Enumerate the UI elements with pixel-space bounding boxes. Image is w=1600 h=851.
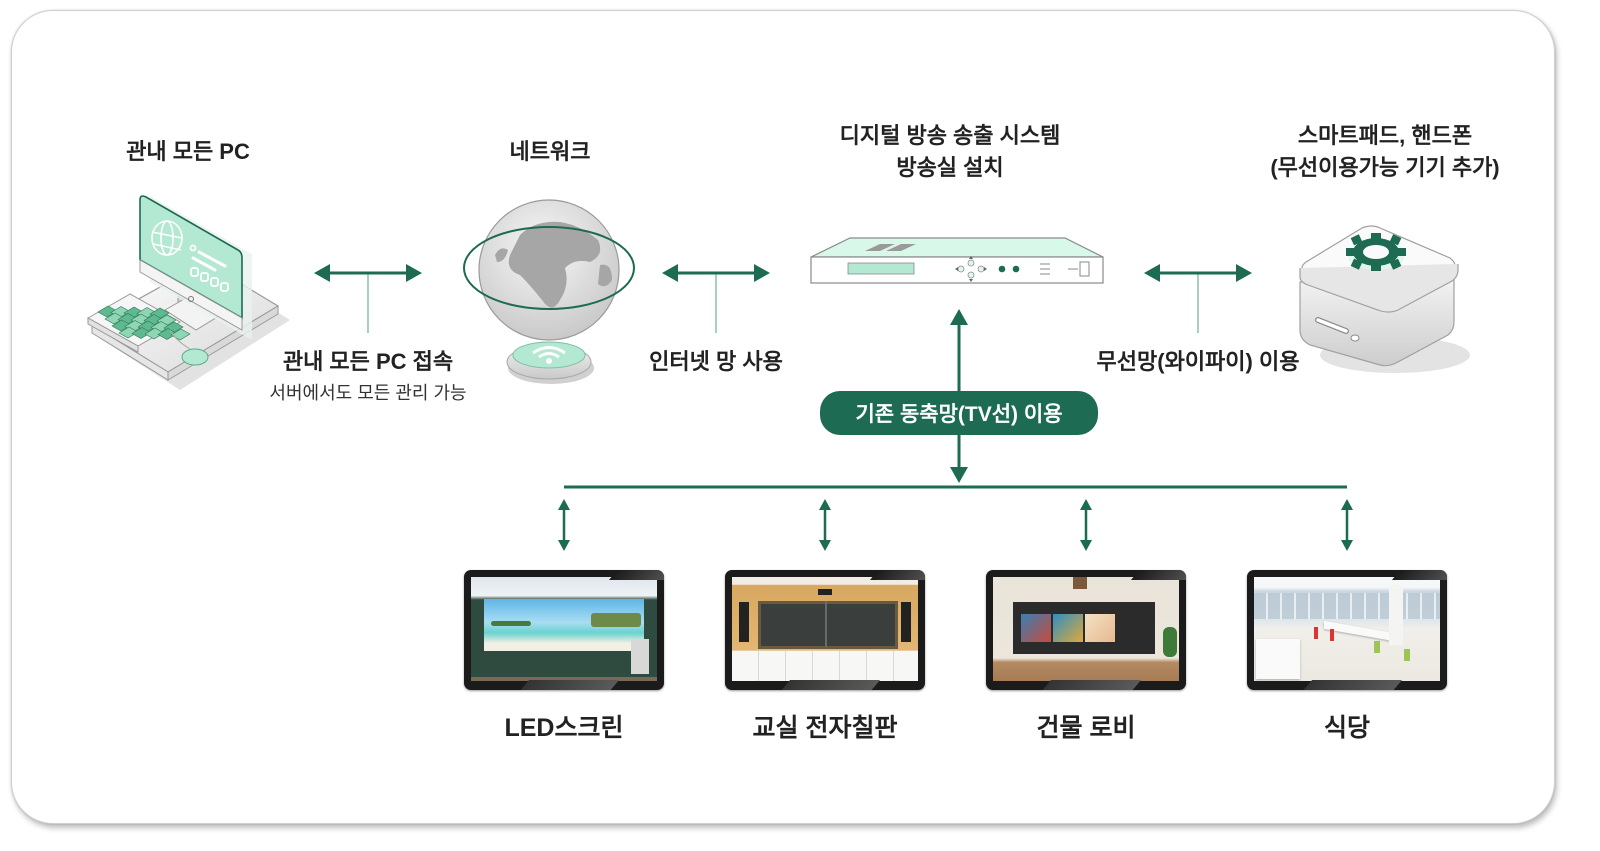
pc-network-sublabel: 서버에서도 모든 관리 가능 [269,383,467,403]
classroom-electronic-board-photo [732,577,918,681]
network-title: 네트워크 [509,139,591,164]
broadcast-title-line2: 방송실 설치 [896,155,1004,180]
mobile-title-line1: 스마트패드, 핸드폰 [1297,123,1473,148]
output-screen-classroom [725,570,925,690]
drop-arrow [1080,499,1092,551]
screen-gloss [1391,570,1447,580]
drop-arrow [819,499,831,551]
output-screen-led [464,570,664,690]
building-lobby-display-photo [993,577,1179,681]
screen-gloss [1040,680,1142,690]
pc-title: 관내 모든 PC [126,139,250,164]
broadcast-mobile-label: 무선망(와이파이) 이용 [1096,349,1300,374]
output-screen-cafeteria [1247,570,1447,690]
broadcast-mobile-arrow [1144,264,1252,333]
drop-arrow [558,499,570,551]
pc-network-arrow [314,264,422,333]
network-broadcast-arrow [662,264,770,333]
keyboard-key [170,328,191,341]
screen-gloss [1130,570,1186,580]
screen-gloss [1301,680,1403,690]
network-broadcast-label: 인터넷 망 사용 [649,349,783,374]
output-label-led: LED스크린 [504,714,624,742]
screen-gloss [779,680,881,690]
broadcast-title-line1: 디지털 방송 송출 시스템 [839,123,1061,148]
pc-network-label: 관내 모든 PC 접속 [282,349,454,374]
screen-gloss [869,570,925,580]
cafeteria-photo [1254,577,1440,681]
screen-gloss [608,570,664,580]
led-screen-classroom-photo [471,577,657,681]
mobile-title-line2: (무선이용가능 기기 추가) [1270,155,1500,180]
output-screen-lobby [986,570,1186,690]
coax-network-badge: 기존 동축망(TV선) 이용 [820,391,1098,435]
drop-arrow [1341,499,1353,551]
output-label-classroom: 교실 전자칠판 [752,714,898,742]
output-label-lobby: 건물 로비 [1036,714,1136,742]
screen-gloss [518,680,620,690]
output-label-cafeteria: 식당 [1323,714,1370,742]
coax-network-label: 기존 동축망(TV선) 이용 [855,403,1063,426]
